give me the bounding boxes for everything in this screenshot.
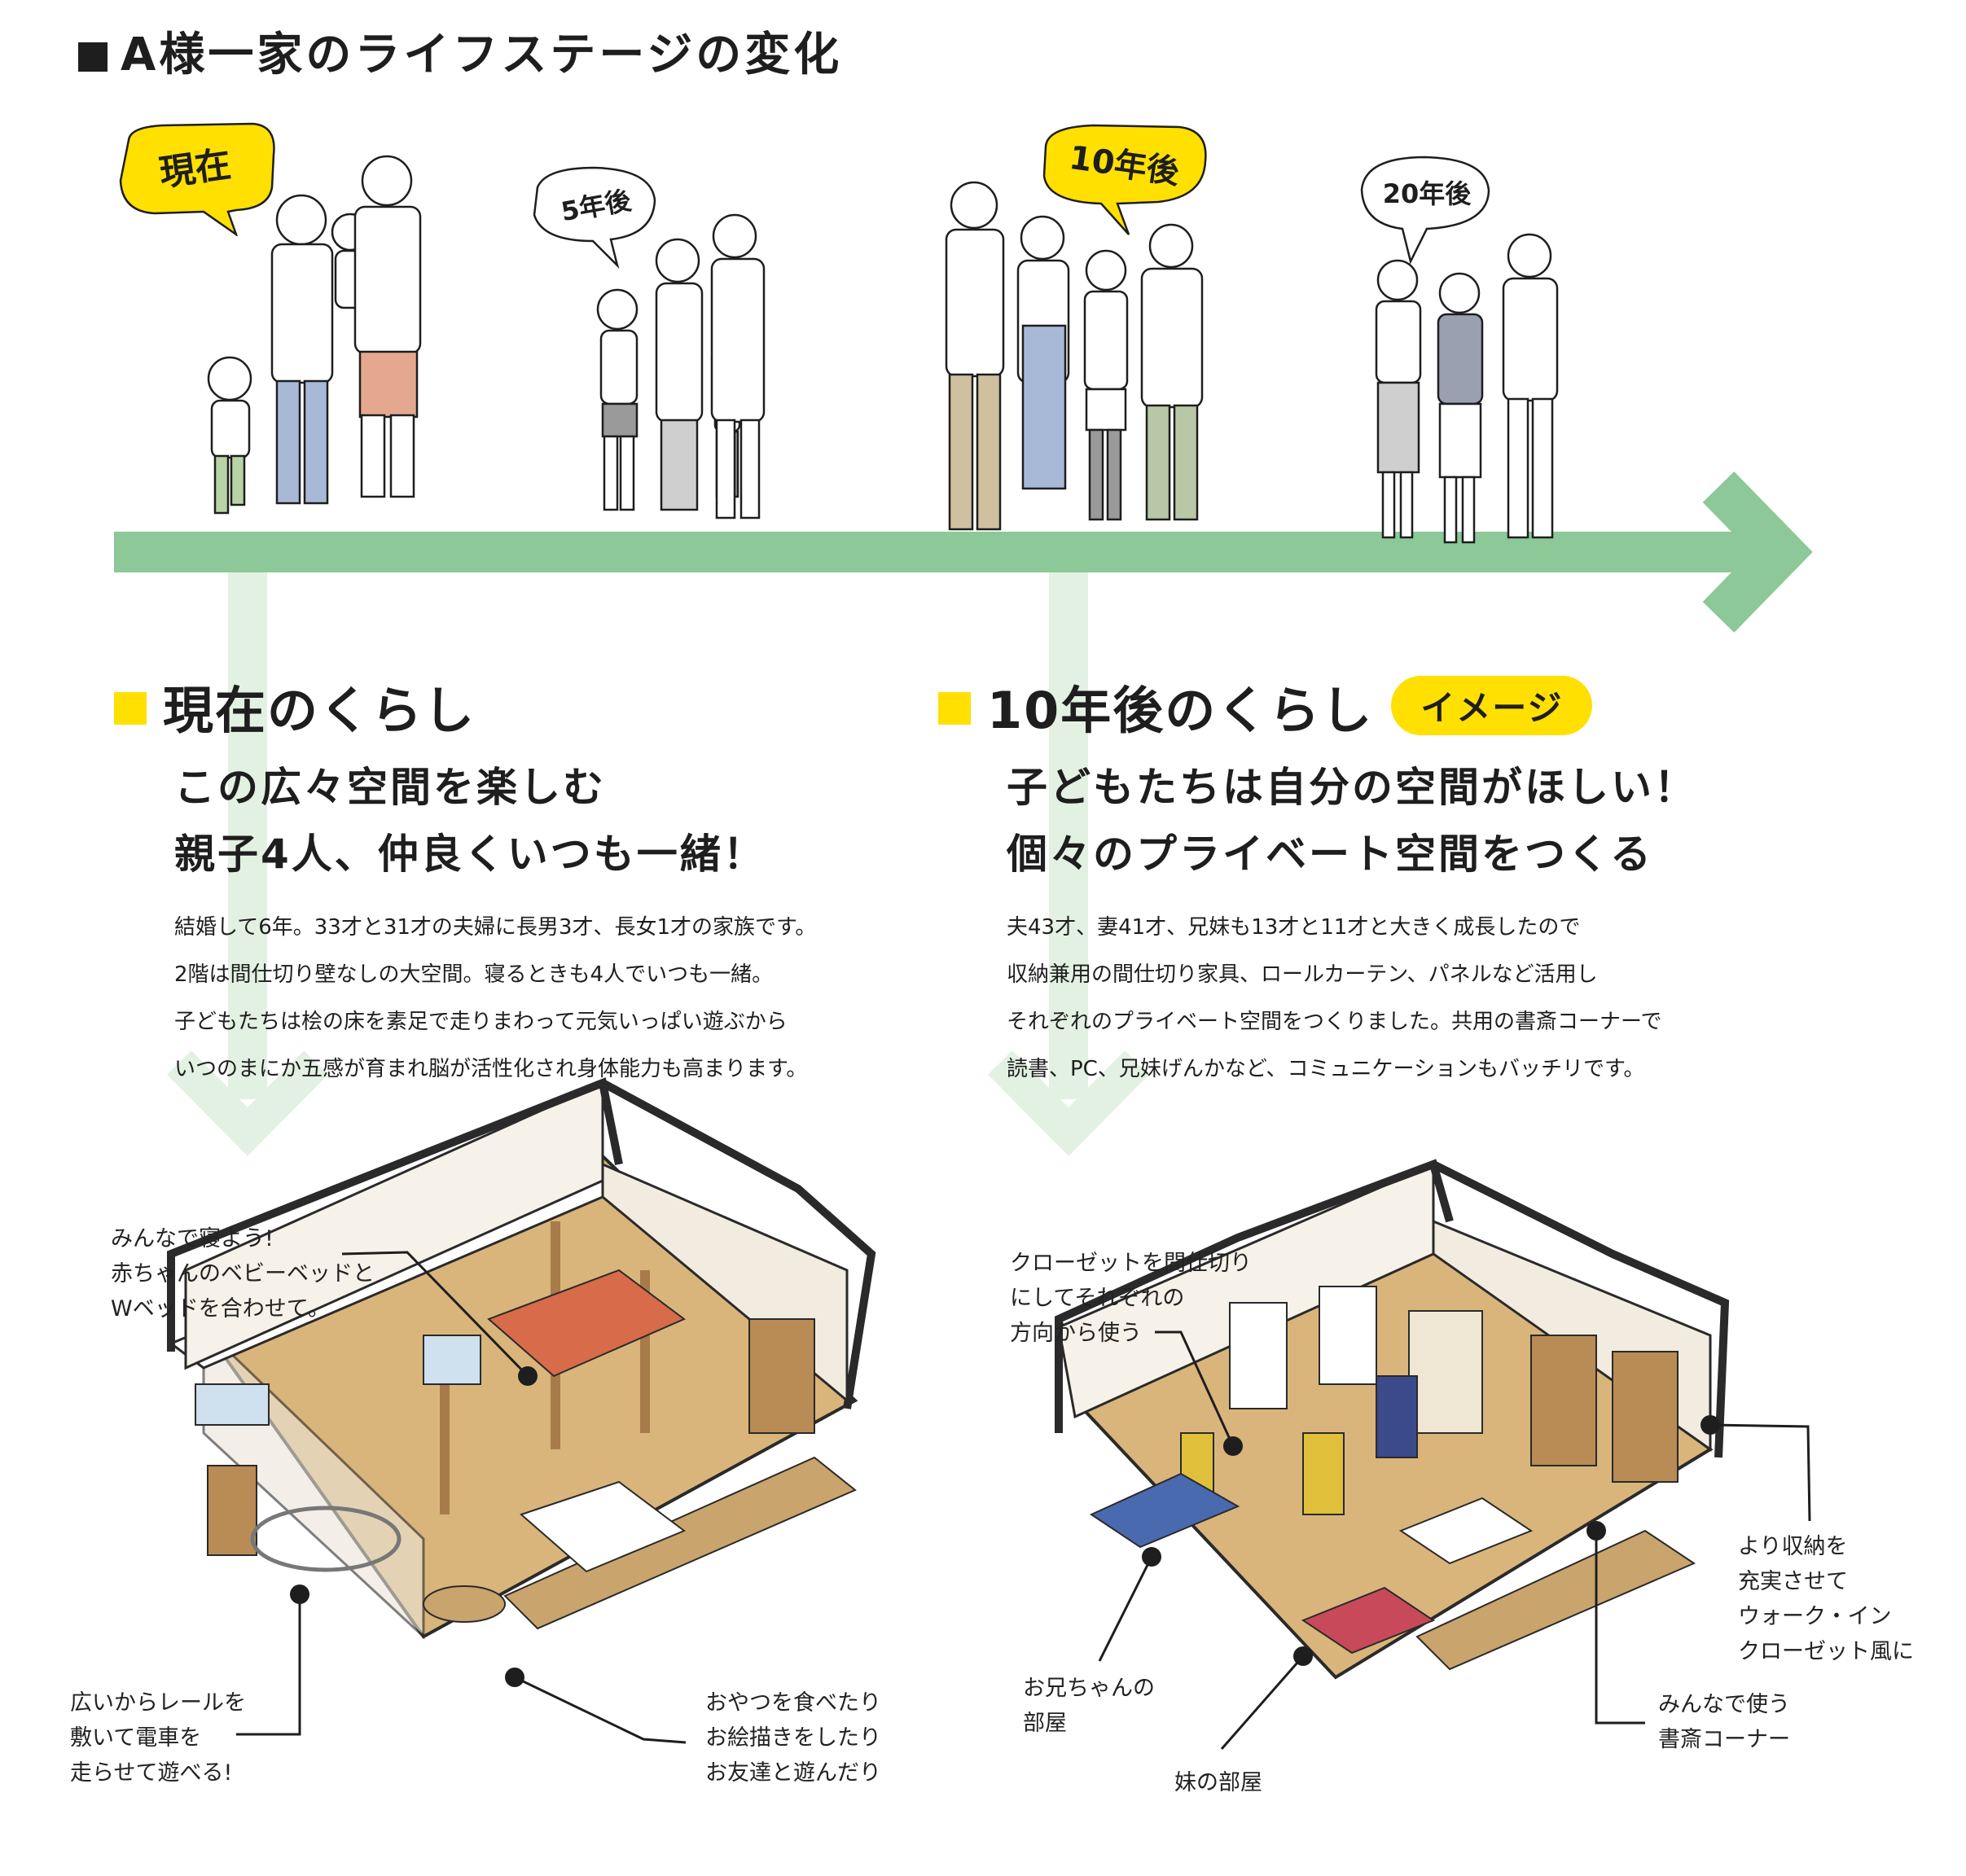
down-arrow-future-shaft [1049,570,1088,1099]
note-brother: お兄ちゃんの 部屋 [1023,1676,1155,1736]
note-closet: クローゼットを間仕切り にしてそれぞれの 方向から使う [1010,1251,1252,1346]
page-title: A様一家のライフステージの変化 [78,18,842,84]
note-bed: みんなで寝よう! 赤ちゃんのベビーベッドと Wベッドを合わせて。 [111,1226,375,1322]
note-rail: 広いからレールを 敷いて電車を 走らせて遊べる! [70,1690,246,1786]
bubble-now: 現在 [119,122,275,236]
note-snack: おやつを食べたり お絵描きをしたり お友達と遊んだり [705,1690,881,1786]
family-5yr-illustration [596,213,766,519]
family-20yr-illustration [1375,233,1559,544]
family-10yr-illustration [945,181,1204,531]
down-arrow-future-head [988,1050,1149,1156]
future-heading: 10年後のくらしイメージ [938,669,1593,743]
image-badge: イメージ [1391,676,1593,735]
current-body: 結婚して6年。33才と31才の夫婦に長男3才、長女1才の家族です。 2階は間仕切… [174,915,817,1081]
timeline-bar [114,532,1784,572]
bubble-20yr-label: 20年後 [1383,178,1472,209]
bubble-now-label: 現在 [157,143,234,195]
current-heading: 現在のくらし [114,669,476,743]
current-lead: この広々空間を楽しむ 親子4人、仲良くいつも一緒！ [174,764,766,878]
note-storage: より収納を 充実させて ウォーク・イン クローゼット風に [1738,1534,1914,1664]
note-study: みんなで使う 書斎コーナー [1658,1692,1790,1752]
bubble-10yr: 10年後 [1042,124,1207,235]
down-arrow-current-shaft [228,570,267,1099]
note-sister: 妹の部屋 [1174,1770,1262,1795]
bubble-5yr: 5年後 [533,166,656,269]
down-arrow-current-head [167,1050,328,1156]
future-lead: 子どもたちは自分の空間がほしい！ 個々のプライベート空間をつくる [1007,764,1697,878]
square-bullet-icon [938,692,971,725]
square-bullet-icon [114,692,147,725]
square-bullet-icon [78,42,108,72]
family-now-illustration [207,155,422,515]
bubble-20yr: 20年後 [1360,156,1490,265]
timeline-arrowhead [1702,471,1813,633]
future-body: 夫43才、妻41才、兄妹も13才と11才と大きく成長したので 収納兼用の間仕切り… [1007,915,1662,1081]
